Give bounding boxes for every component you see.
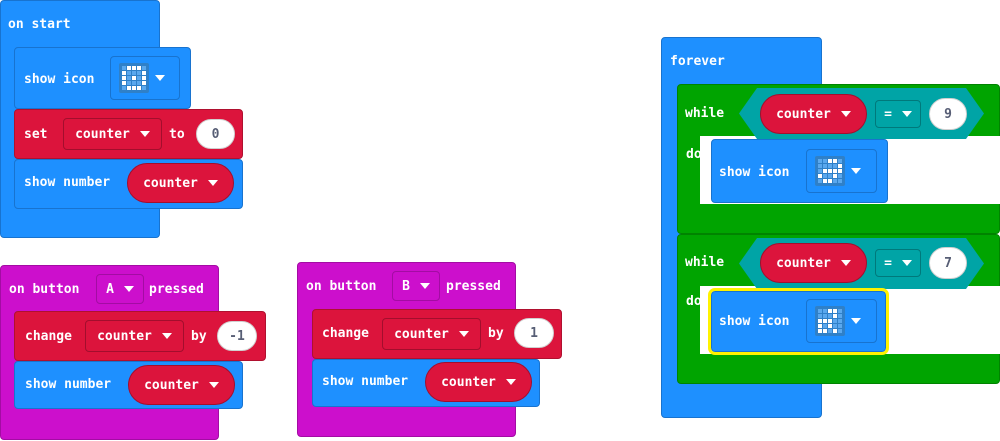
by-label: by [191, 329, 207, 344]
icon-picker[interactable] [806, 149, 877, 193]
by-label: by [488, 326, 504, 341]
button-b-suffix: pressed [446, 279, 501, 294]
chevron-down-icon [155, 75, 165, 81]
set-value-input[interactable]: 0 [196, 119, 235, 149]
change-label: change [322, 326, 369, 341]
show-number-label: show number [25, 377, 112, 392]
on-start-hat-label: on start [8, 17, 71, 32]
counter-variable-name: counter [441, 374, 496, 390]
operator-dropdown[interactable]: = [875, 100, 921, 128]
operator-symbol: = [884, 255, 892, 271]
do-label: do [686, 147, 702, 162]
show-number-label: show number [322, 374, 409, 389]
while-label: while [685, 255, 725, 270]
change-value-input[interactable]: -1 [217, 321, 257, 351]
button-a-suffix: pressed [149, 282, 204, 297]
show-number-label: show number [24, 175, 111, 190]
change-value-input[interactable]: 1 [514, 318, 554, 348]
set-variable-name: counter [75, 126, 130, 142]
to-label: to [169, 127, 185, 142]
set-label: set [24, 127, 48, 142]
change-variable-dropdown[interactable]: counter [382, 318, 481, 350]
compare-value-input[interactable]: 9 [929, 98, 967, 130]
change-variable-name: counter [394, 326, 449, 342]
icon-picker[interactable] [806, 299, 877, 343]
chevron-down-icon [851, 318, 861, 324]
chevron-down-icon [207, 180, 218, 186]
counter-variable-name: counter [144, 377, 199, 393]
change-variable-dropdown[interactable]: counter [85, 320, 184, 352]
number-7-icon [815, 306, 845, 336]
operator-dropdown[interactable]: = [875, 249, 921, 277]
change-variable-name: counter [97, 328, 152, 344]
chevron-down-icon [139, 131, 150, 137]
number-9-icon [815, 156, 845, 186]
chevron-down-icon [123, 286, 134, 292]
chevron-down-icon [901, 260, 912, 266]
chevron-down-icon [419, 283, 430, 289]
change-label: change [25, 329, 72, 344]
show-icon-label: show icon [719, 165, 790, 180]
counter-variable-name: counter [776, 255, 831, 271]
show-icon-label: show icon [24, 72, 95, 87]
set-variable-dropdown[interactable]: counter [63, 118, 162, 150]
while-label: while [685, 106, 725, 121]
button-a-name: A [106, 281, 114, 297]
counter-variable-reporter[interactable]: counter [127, 163, 234, 203]
counter-variable-reporter[interactable]: counter [128, 365, 235, 405]
icon-grid-icon [119, 63, 149, 93]
compare-value-input[interactable]: 7 [929, 247, 967, 279]
counter-variable-name: counter [776, 106, 831, 122]
forever-hat-label: forever [670, 54, 725, 69]
chevron-down-icon [851, 168, 861, 174]
chevron-down-icon [840, 260, 851, 266]
chevron-down-icon [458, 331, 469, 337]
counter-variable-name: counter [143, 175, 198, 191]
chevron-down-icon [161, 333, 172, 339]
counter-variable-reporter[interactable]: counter [425, 362, 532, 402]
chevron-down-icon [901, 111, 912, 117]
button-b-name: B [402, 278, 410, 294]
icon-picker[interactable] [110, 56, 180, 100]
button-b-prefix: on button [306, 279, 377, 294]
show-icon-label: show icon [719, 314, 790, 329]
button-a-dropdown[interactable]: A [96, 274, 144, 304]
button-b-dropdown[interactable]: B [392, 271, 440, 301]
button-a-prefix: on button [9, 282, 80, 297]
chevron-down-icon [840, 111, 851, 117]
counter-variable-reporter[interactable]: counter [760, 243, 867, 283]
chevron-down-icon [208, 382, 219, 388]
chevron-down-icon [505, 379, 516, 385]
operator-symbol: = [884, 106, 892, 122]
counter-variable-reporter[interactable]: counter [760, 94, 867, 134]
do-label: do [686, 294, 702, 309]
